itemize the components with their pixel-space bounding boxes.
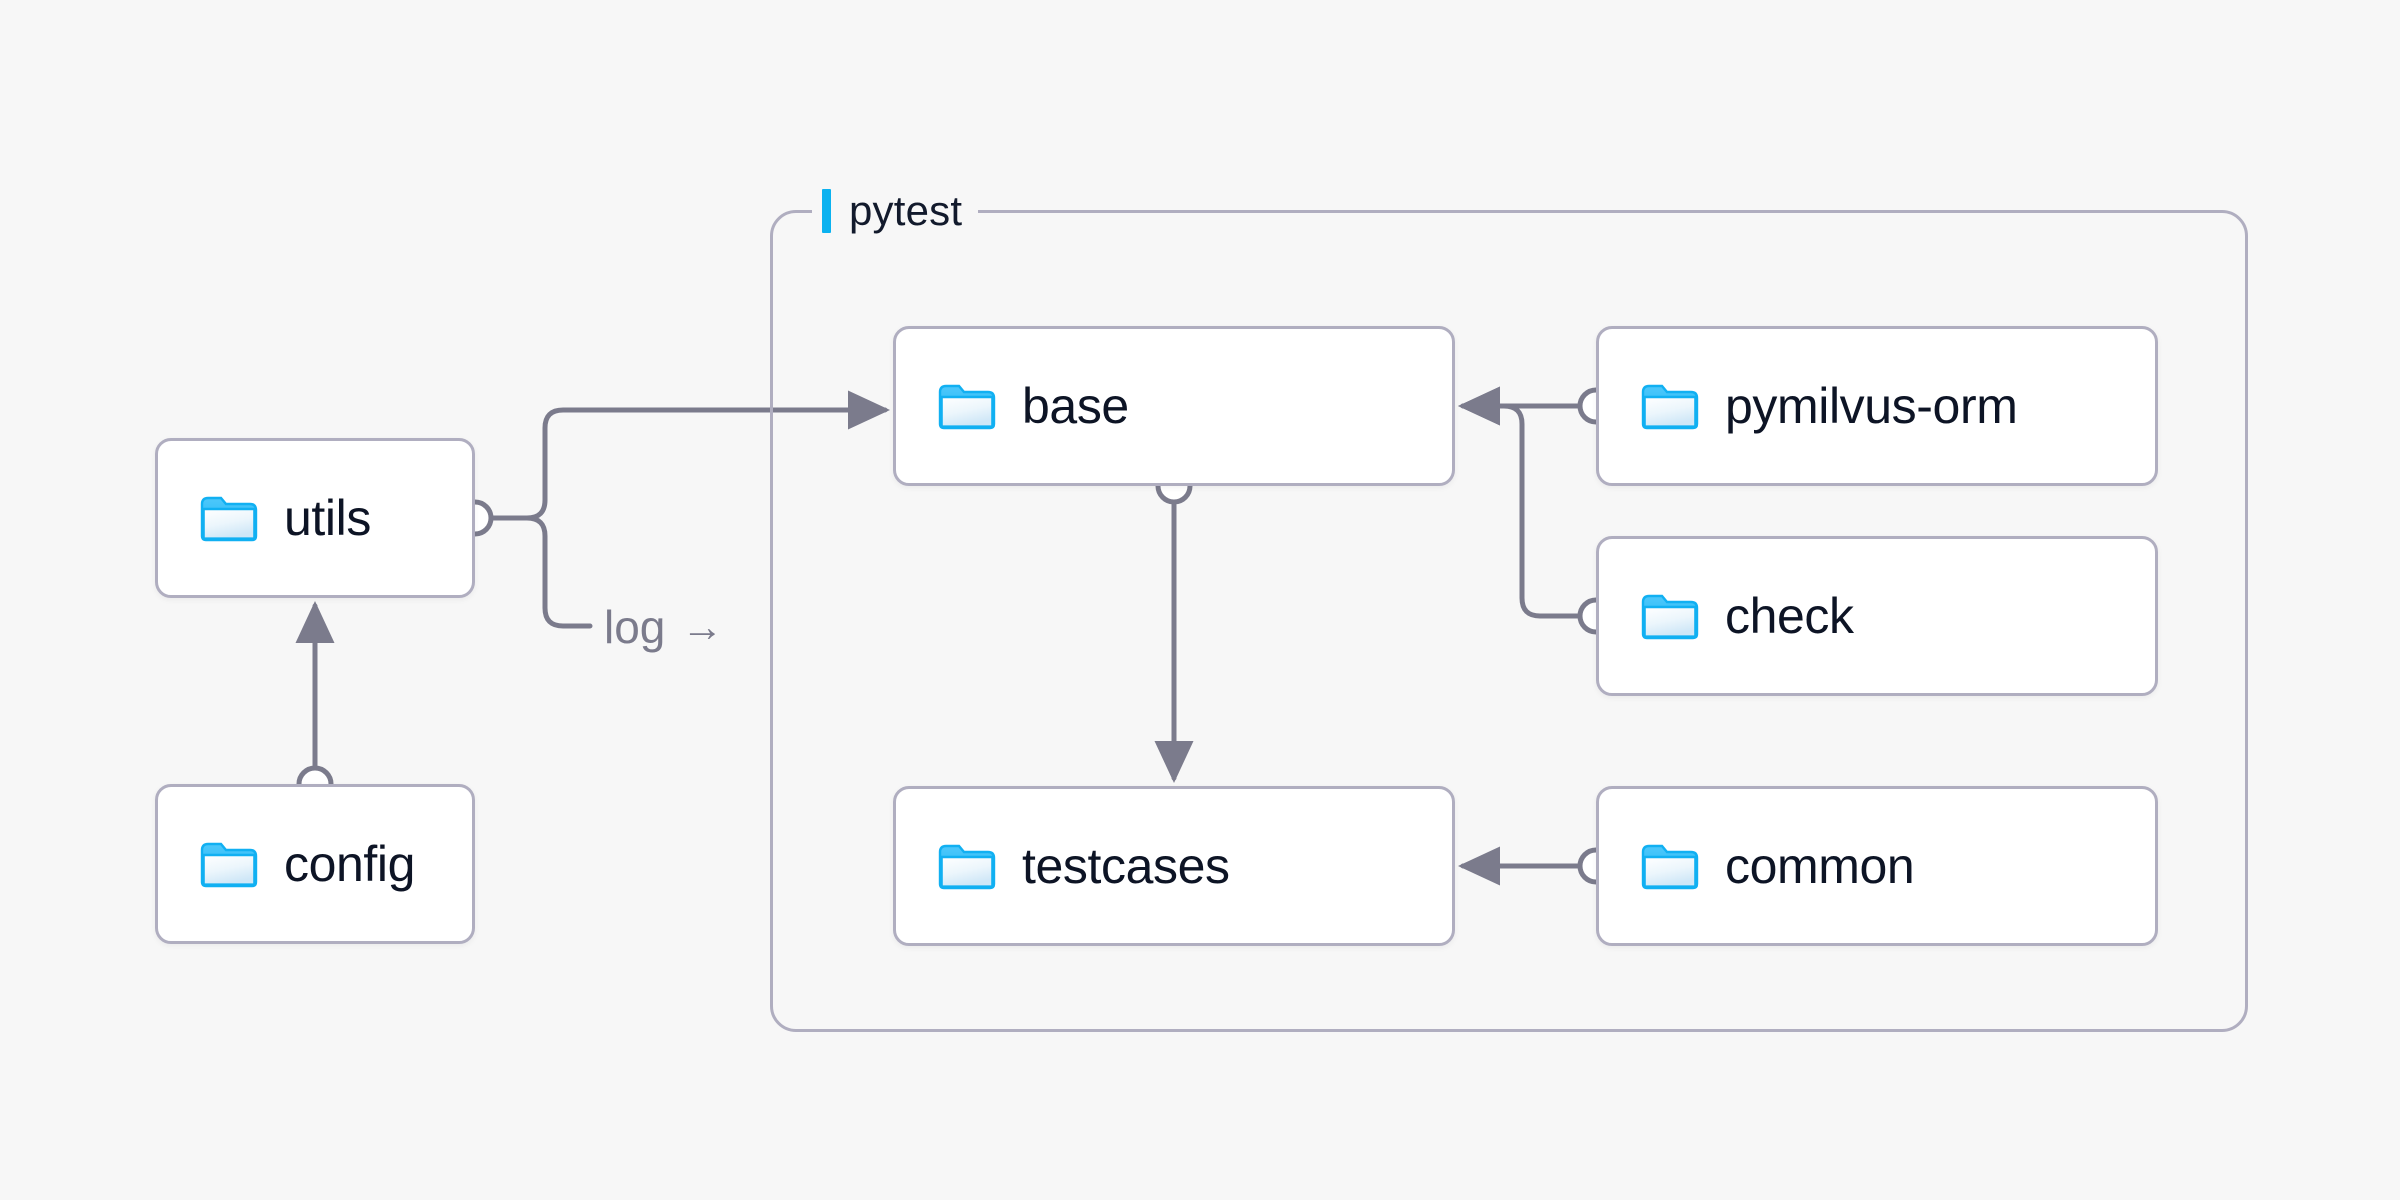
node-label: utils [284, 490, 371, 546]
node-label: common [1725, 838, 1915, 894]
node-label: config [284, 836, 416, 892]
edge-config-to-utils [295, 601, 335, 803]
edge-label-text: log [604, 601, 666, 653]
node-base[interactable]: base [893, 326, 1455, 486]
node-label: pymilvus-orm [1725, 378, 2018, 434]
vertical-bar-icon [822, 189, 831, 233]
node-label: check [1725, 588, 1854, 644]
edge-label-log: log → [604, 600, 723, 654]
folder-icon [1641, 844, 1699, 890]
folder-icon [1641, 384, 1699, 430]
pytest-group-label: pytest [812, 182, 979, 240]
arrow-right-icon: → [681, 603, 724, 650]
folder-icon [200, 496, 258, 542]
group-title: pytest [849, 187, 963, 234]
node-config[interactable]: config [155, 784, 475, 944]
folder-icon [938, 384, 996, 430]
node-check[interactable]: check [1596, 536, 2158, 696]
node-label: testcases [1022, 838, 1230, 894]
pytest-group-container [770, 210, 2248, 1032]
folder-icon [938, 844, 996, 890]
node-utils[interactable]: utils [155, 438, 475, 598]
folder-icon [200, 842, 258, 888]
folder-icon [1641, 594, 1699, 640]
node-label: base [1022, 378, 1129, 434]
node-common[interactable]: common [1596, 786, 2158, 946]
node-pymilvus-orm[interactable]: pymilvus-orm [1596, 326, 2158, 486]
edge-utils-to-log [488, 515, 593, 629]
node-testcases[interactable]: testcases [893, 786, 1455, 946]
